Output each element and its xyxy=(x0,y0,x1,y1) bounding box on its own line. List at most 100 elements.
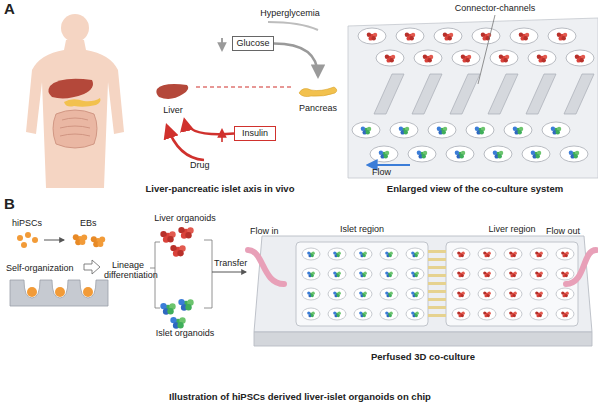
culture-well xyxy=(542,122,570,138)
cell-cluster xyxy=(363,294,366,297)
cell-cluster xyxy=(389,294,392,297)
cell-cluster xyxy=(580,58,584,62)
culture-well xyxy=(510,28,538,44)
cell-cluster xyxy=(535,271,538,274)
variable-box: Insulin xyxy=(234,126,276,141)
cell-cluster xyxy=(487,274,490,277)
cell-cluster xyxy=(461,54,465,58)
cell-cluster xyxy=(536,154,540,158)
culture-well xyxy=(478,308,496,320)
cell-cluster xyxy=(384,154,388,158)
change-arrows xyxy=(221,130,223,142)
cell-cluster xyxy=(483,251,486,254)
cell-cluster xyxy=(399,126,403,130)
cell-cluster xyxy=(170,245,176,251)
organ-node: Liver xyxy=(150,76,196,120)
cell-cluster xyxy=(561,271,564,274)
cell-cluster xyxy=(411,291,414,294)
cell-cluster xyxy=(379,150,383,154)
cell-cluster xyxy=(565,274,568,277)
culture-well xyxy=(354,288,372,300)
cell-cluster xyxy=(417,150,421,154)
connector-channel xyxy=(428,266,446,269)
cell-cluster xyxy=(569,150,573,154)
cell-cluster xyxy=(562,36,566,40)
cell-cluster xyxy=(333,251,336,254)
liver-icon xyxy=(156,84,188,99)
organ-chip xyxy=(446,242,578,326)
cell-cluster xyxy=(535,291,538,294)
drug-arrow xyxy=(167,126,204,160)
cell-cluster xyxy=(359,271,362,274)
culture-well xyxy=(530,308,548,320)
organoid-label: Islet organoids xyxy=(150,328,220,338)
culture-well xyxy=(556,288,574,300)
cell-cluster xyxy=(73,234,79,240)
cell-cluster xyxy=(361,126,365,130)
culture-well xyxy=(380,248,398,260)
culture-well xyxy=(354,308,372,320)
culture-well xyxy=(556,308,574,320)
microwell-tray xyxy=(27,287,37,297)
culture-well xyxy=(370,146,398,162)
culture-well xyxy=(452,248,470,260)
transfer-bracket xyxy=(212,272,246,273)
human-body xyxy=(53,110,97,148)
cell-cluster xyxy=(461,294,464,297)
cell-cluster xyxy=(367,32,371,36)
organ-node: Pancreas xyxy=(292,76,344,120)
flow-label: Flow xyxy=(372,167,391,177)
culture-well xyxy=(556,268,574,280)
culture-well xyxy=(302,288,320,300)
culture-well xyxy=(328,248,346,260)
cell-cluster xyxy=(448,36,452,40)
cell-cluster xyxy=(539,254,542,257)
cell-cluster xyxy=(483,311,486,314)
connector-channel xyxy=(488,74,518,114)
cell-label: EBs xyxy=(80,218,97,228)
cell-cluster xyxy=(457,271,460,274)
microwell-tray xyxy=(83,287,93,297)
hollow-arrow xyxy=(84,260,100,274)
cell-cluster xyxy=(307,251,310,254)
cell-cluster xyxy=(91,236,97,242)
culture-well xyxy=(352,28,594,162)
chip-caption: Perfused 3D co-culture xyxy=(338,352,508,363)
culture-well xyxy=(328,308,346,320)
culture-well xyxy=(530,288,548,300)
cell-cluster xyxy=(411,251,414,254)
cell-cluster xyxy=(461,274,464,277)
cell-cluster xyxy=(170,317,176,323)
cell-cluster xyxy=(423,54,427,58)
cell-cluster xyxy=(437,126,441,130)
chip-enlarged-view xyxy=(478,15,495,84)
cell-cluster xyxy=(177,250,183,256)
organoid-label: Liver organoids xyxy=(150,213,220,223)
cell-cluster xyxy=(475,126,479,130)
transfer-bracket xyxy=(204,240,246,308)
culture-well xyxy=(560,146,588,162)
culture-well xyxy=(466,122,494,138)
human-body xyxy=(61,14,89,42)
connector-channel xyxy=(428,250,446,253)
cell-cluster xyxy=(307,311,310,314)
cell-cluster xyxy=(513,274,516,277)
panel-caption: Enlarged view of the co-culture system xyxy=(360,184,590,195)
connector-arrow xyxy=(185,120,235,134)
cell-cluster xyxy=(455,150,459,154)
culture-well xyxy=(504,122,532,138)
culture-well xyxy=(548,28,576,44)
cell-cluster xyxy=(333,311,336,314)
culture-well xyxy=(406,308,424,320)
culture-well xyxy=(428,122,456,138)
cell-cluster xyxy=(363,254,366,257)
cell-cluster xyxy=(177,322,183,328)
cell-cluster xyxy=(461,314,464,317)
connector-channel xyxy=(428,274,446,277)
culture-well xyxy=(414,50,442,66)
callout-label: Connector-channels xyxy=(440,3,550,13)
cell-cluster xyxy=(422,154,426,158)
cell-cluster xyxy=(461,254,464,257)
